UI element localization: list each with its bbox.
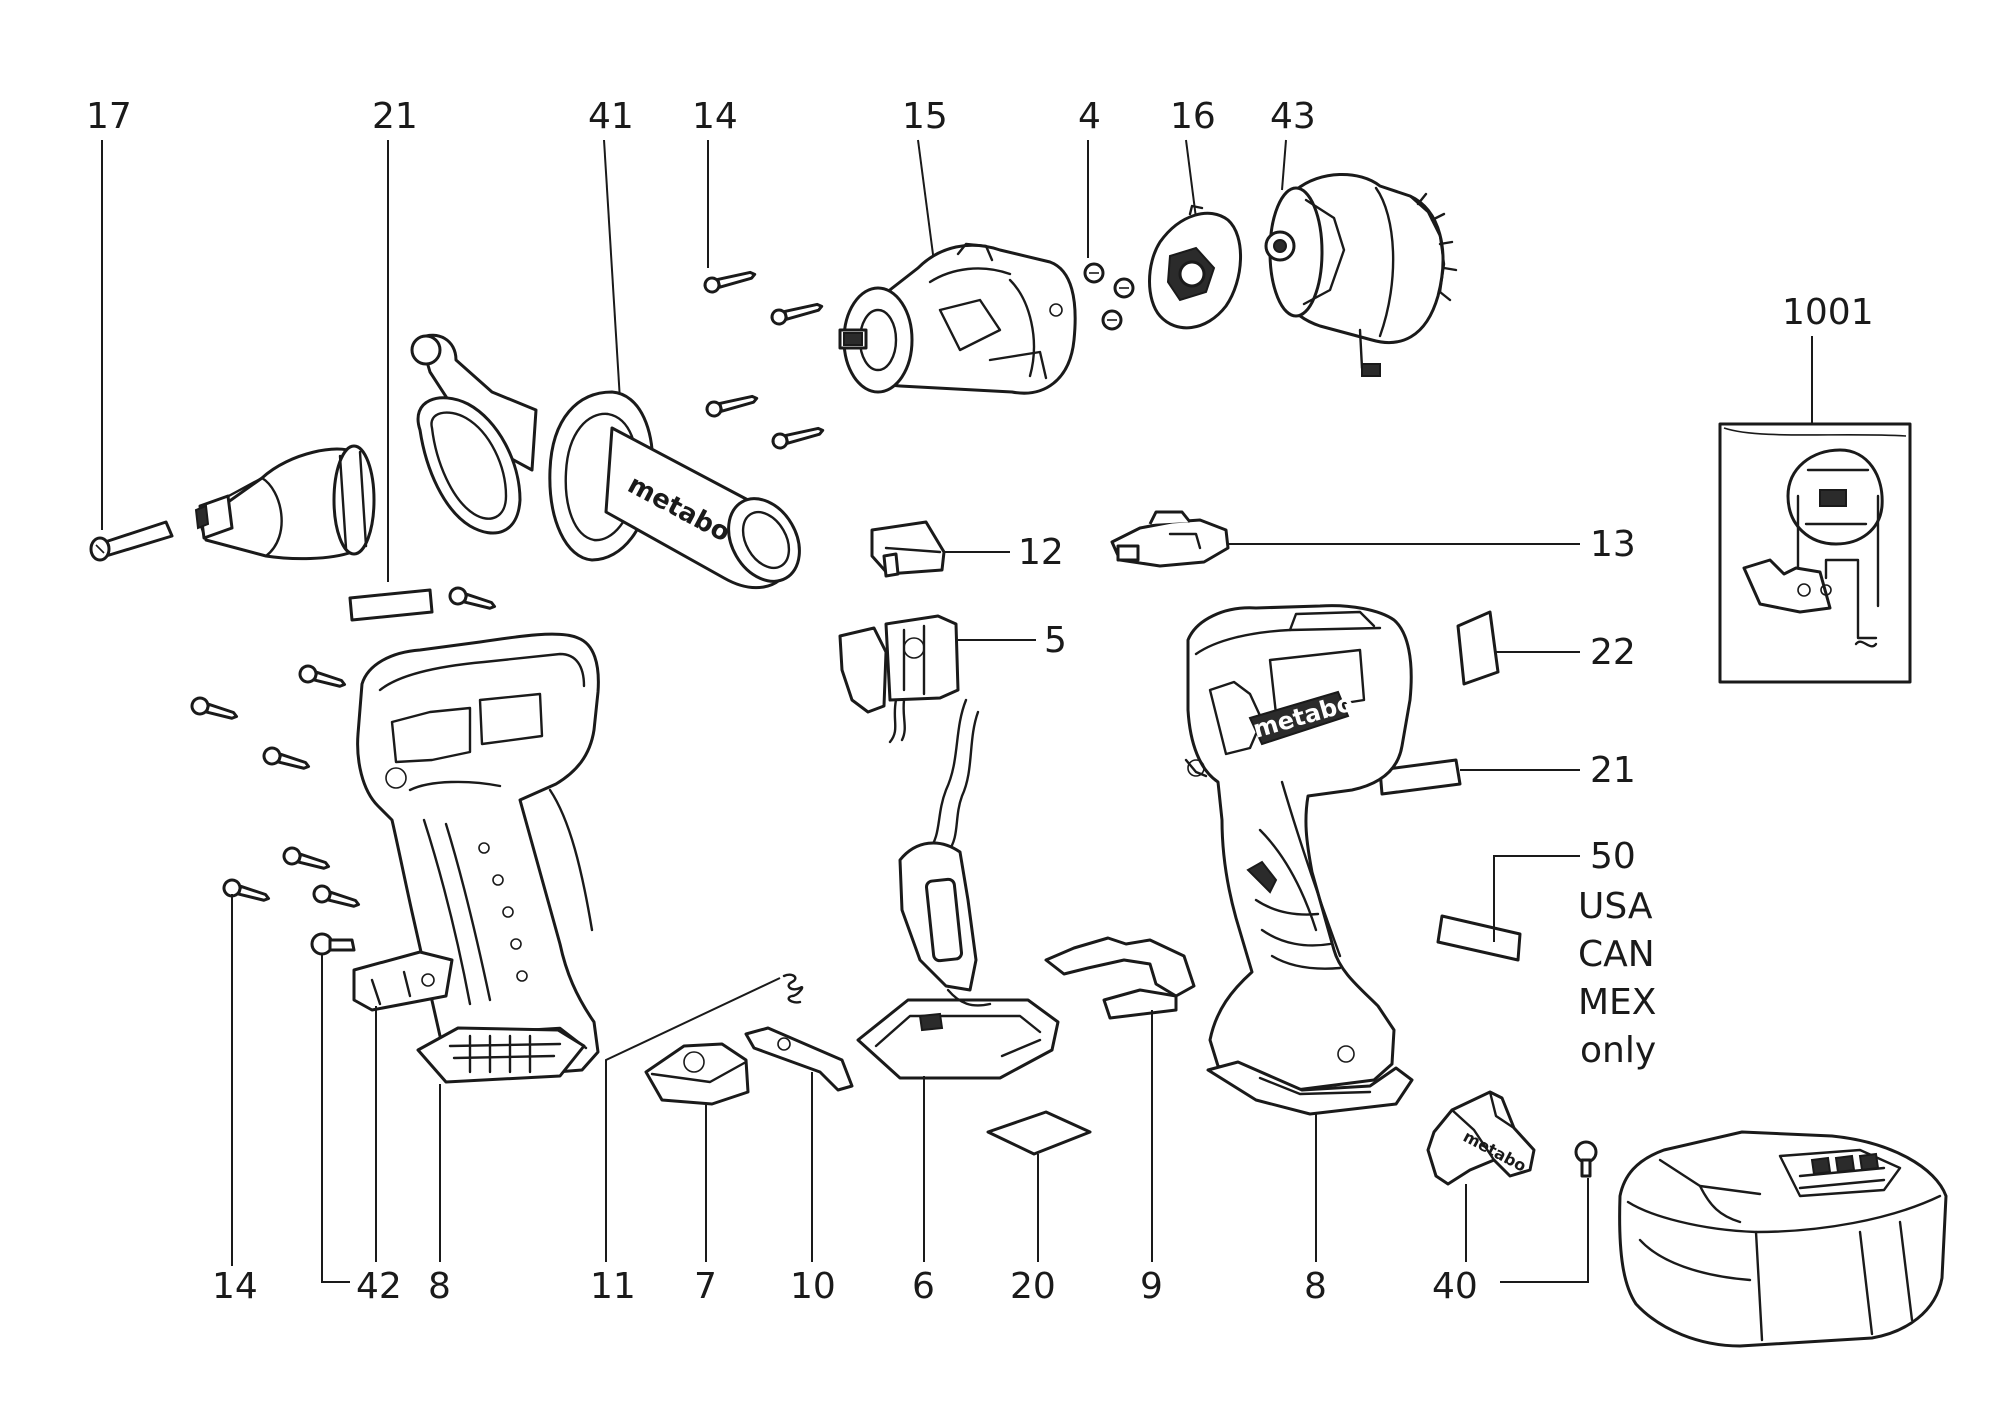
callout-8-right: 8 xyxy=(1304,1266,1327,1307)
callout-20: 20 xyxy=(1010,1266,1056,1307)
note-50-country-restriction: USA CAN MEX only xyxy=(1578,886,1656,1071)
callout-41: 41 xyxy=(588,96,634,137)
callout-42: 42 xyxy=(356,1266,402,1307)
note-usa: USA xyxy=(1578,886,1653,927)
part-42-battery-latch-cover xyxy=(352,950,454,1012)
callout-40: 40 xyxy=(1432,1266,1478,1307)
callout-21-top: 21 xyxy=(372,96,418,137)
callout-14-bottom: 14 xyxy=(212,1266,258,1307)
part-21-label-right xyxy=(1378,758,1462,796)
part-13-direction-switch xyxy=(1110,510,1230,568)
callout-17: 17 xyxy=(86,96,132,137)
part-7-led-module xyxy=(644,1042,750,1106)
part-40-belt-clip: metabo xyxy=(1426,1090,1536,1186)
part-50-label xyxy=(1436,914,1522,962)
leader-lines-top xyxy=(101,139,1813,582)
part-16-motor-plate xyxy=(1148,204,1242,330)
callout-6: 6 xyxy=(912,1266,935,1307)
callout-21-right: 21 xyxy=(1590,750,1636,791)
part-22-label xyxy=(1456,610,1500,686)
callout-16: 16 xyxy=(1170,96,1216,137)
part-21-label-left xyxy=(348,588,434,622)
part-8-housing-left xyxy=(356,632,600,1080)
callout-8-left: 8 xyxy=(428,1266,451,1307)
part-15-gearbox xyxy=(838,242,1077,395)
callout-1001: 1001 xyxy=(1782,292,1874,333)
callout-5: 5 xyxy=(1044,620,1067,661)
part-6-electronics-board xyxy=(856,698,1060,1080)
callout-15: 15 xyxy=(902,96,948,137)
leader-50 xyxy=(1493,855,1580,942)
note-mex: MEX xyxy=(1578,982,1656,1023)
callout-43: 43 xyxy=(1270,96,1316,137)
callout-13: 13 xyxy=(1590,524,1636,565)
part-17-chuck-screw xyxy=(89,520,174,562)
note-can: CAN xyxy=(1578,934,1655,975)
part-11-spring xyxy=(782,973,804,1004)
inset-1001-wiring-detail xyxy=(1718,422,1912,684)
note-only: only xyxy=(1580,1030,1656,1071)
part-40-clip-screw xyxy=(1574,1140,1598,1178)
callout-11: 11 xyxy=(590,1266,636,1307)
callout-12: 12 xyxy=(1018,532,1064,573)
callout-50: 50 xyxy=(1590,836,1636,877)
part-20-label xyxy=(986,1110,1092,1156)
part-10-battery-latch xyxy=(744,1026,854,1092)
part-5-trigger-switch xyxy=(838,614,960,744)
callout-9: 9 xyxy=(1140,1266,1163,1307)
callout-14-top: 14 xyxy=(692,96,738,137)
part-8-foot-plate-right xyxy=(1206,1045,1414,1116)
callout-4: 4 xyxy=(1078,96,1101,137)
part-8-housing-right: metabo xyxy=(1184,604,1413,1092)
part-9-battery-guide xyxy=(1044,936,1196,1020)
part-41-side-handle: metabo xyxy=(410,333,801,590)
part-4-small-screws xyxy=(1083,262,1135,331)
leader-lines-bottom xyxy=(231,894,1589,1283)
callout-7: 7 xyxy=(694,1266,717,1307)
battery-pack xyxy=(1618,1130,1948,1348)
callout-10: 10 xyxy=(790,1266,836,1307)
callout-22: 22 xyxy=(1590,632,1636,673)
part-12-slide-button xyxy=(870,520,946,578)
part-keyless-chuck xyxy=(194,444,376,561)
part-8-foot-plate-left xyxy=(416,1026,586,1084)
part-43-motor xyxy=(1264,173,1458,377)
part-14-gear-screws xyxy=(703,270,825,450)
part-42-screw xyxy=(310,932,356,956)
part-14-housing-screws xyxy=(190,586,497,908)
